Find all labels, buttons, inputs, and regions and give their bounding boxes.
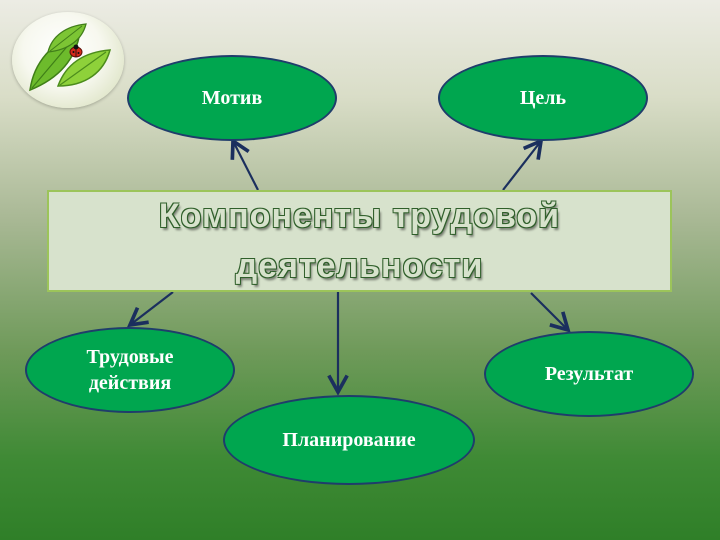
- arrow-to-goal: [502, 141, 541, 191]
- node-goal-label: Цель: [519, 87, 567, 109]
- node-result: Результат: [484, 331, 694, 417]
- node-motive-label: Мотив: [201, 87, 263, 109]
- node-labor-actions: Трудовые действия: [25, 327, 235, 413]
- node-result-label: Результат: [544, 363, 634, 385]
- node-goal: Цель: [438, 55, 648, 141]
- diagram-title: Компоненты трудовой деятельности: [158, 197, 561, 285]
- arrow-to-motive: [233, 141, 259, 191]
- node-planning: Планирование: [223, 395, 475, 485]
- leaf-ladybug-icon: [12, 12, 124, 108]
- central-title-box: Компоненты трудовой деятельности: [47, 190, 672, 292]
- node-motive: Мотив: [127, 55, 337, 141]
- node-labor-actions-label: Трудовые действия: [86, 346, 174, 394]
- node-planning-label: Планирование: [282, 429, 416, 451]
- arrow-to-labor-actions: [130, 291, 174, 325]
- arrow-to-result: [530, 292, 568, 330]
